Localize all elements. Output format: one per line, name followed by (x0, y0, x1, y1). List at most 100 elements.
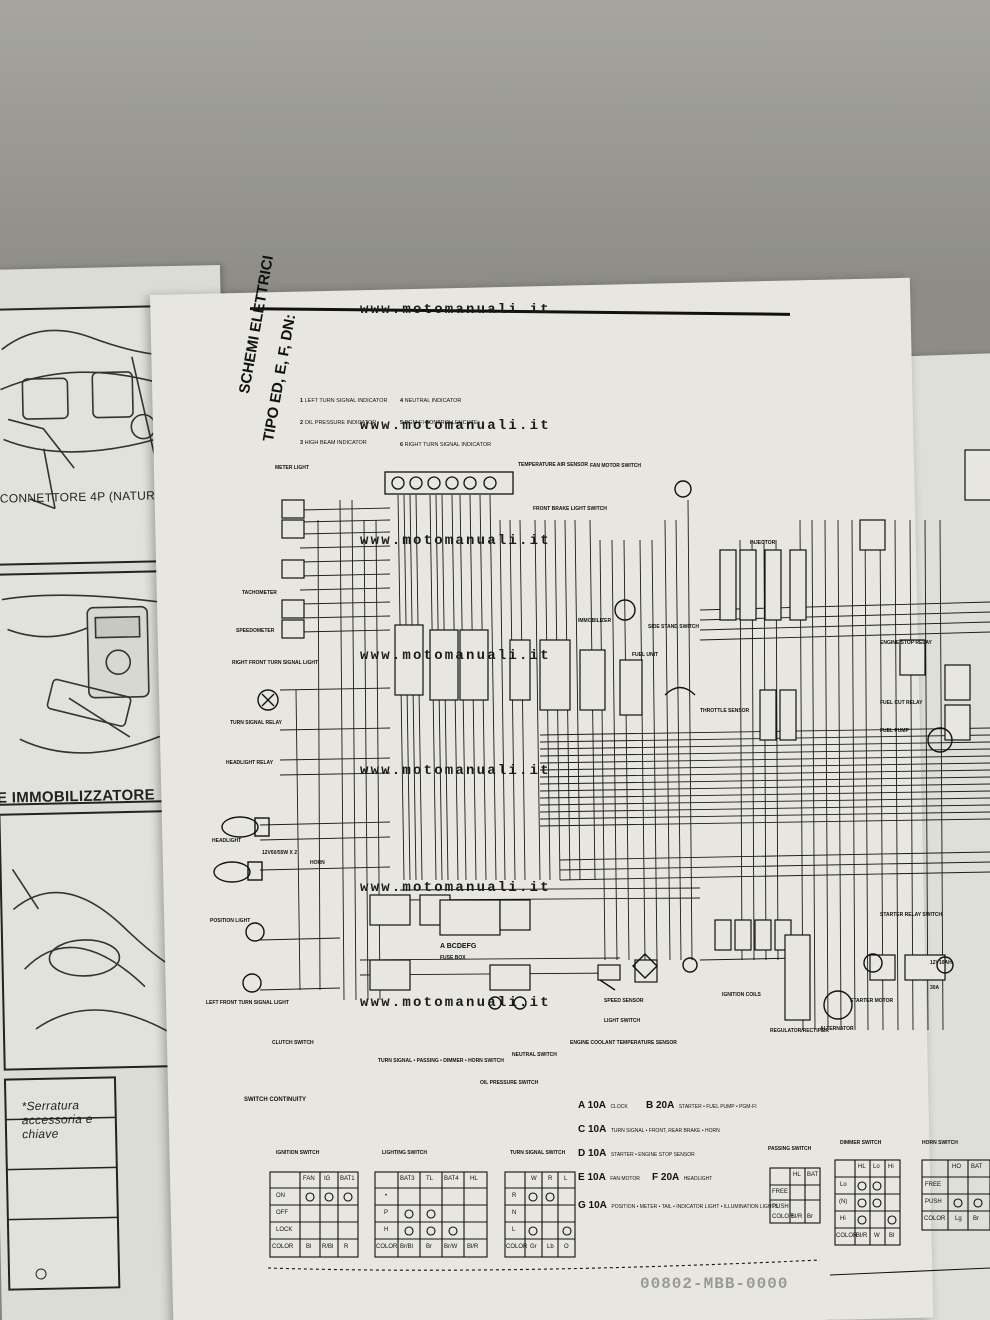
legend-number: 5 (400, 420, 404, 426)
legend-label: RIGHT TURN SIGNAL INDICATOR (404, 442, 492, 448)
legend-number: 3 (300, 440, 304, 446)
table-header-cell: HO (952, 1164, 961, 1170)
table-color-cell: Bl/R (856, 1233, 868, 1239)
table-header-cell: W (531, 1176, 537, 1182)
label-turn-signal-relay: TURN SIGNAL RELAY (230, 720, 282, 726)
connector-blocks (281, 449, 990, 1021)
fuse-label: POSITION • METER • TAIL • INDICATOR LIGH… (611, 1204, 778, 1210)
fuse-label: STARTER • ENGINE STOP SENSOR (610, 1152, 695, 1158)
label-immobilizer: IMMOBILIZER (578, 618, 612, 624)
watermark: www.motomanuali.it (360, 533, 551, 549)
fuse-label: STARTER • FUEL PUMP • PGM-FI (678, 1104, 757, 1110)
table-header-cell: BAT (807, 1172, 819, 1178)
label-turn-signal-switch: TURN SIGNAL • PASSING • DIMMER • HORN SW… (378, 1058, 504, 1064)
switch-tables (267, 1159, 990, 1276)
legend-number: 1 (300, 398, 304, 404)
table-row-cell: PUSH (925, 1199, 942, 1205)
left-page-drawings (0, 304, 206, 1291)
table-color-cell: Bl/R (791, 1214, 803, 1220)
label-fuse-box: FUSE BOX (440, 955, 466, 961)
label-fuel-unit: FUEL UNIT (632, 652, 659, 658)
label-temp-air-sensor: TEMPERATURE AIR SENSOR (518, 462, 589, 468)
watermark: www.motomanuali.it (360, 995, 551, 1011)
table-row-cell: L (512, 1227, 516, 1233)
label-starter-relay: STARTER RELAY SWITCH (880, 912, 943, 918)
label-speedometer: SPEEDOMETER (236, 628, 275, 634)
table-header-cell: HL (470, 1176, 478, 1182)
label-fuel-pump: FUEL PUMP (880, 728, 909, 734)
table-row-cell: P (384, 1210, 389, 1216)
table-header-cell: IG (324, 1176, 331, 1182)
table-header-cell: BAT4 (444, 1176, 459, 1182)
legend-label: OIL PRESSURE INDICATOR (304, 420, 377, 426)
table-header-cell: Lo (873, 1164, 880, 1170)
label-fan-motor-switch: FAN MOTOR SWITCH (590, 463, 642, 469)
footer-code: 00802-MBB-0000 (640, 1275, 789, 1293)
fuse-id: D 10A (578, 1148, 607, 1159)
table-color-cell: Lg (955, 1216, 962, 1222)
table-color-cell: W (874, 1233, 880, 1239)
table-header-cell: BAT (971, 1164, 983, 1170)
table-row-cell: Lo (840, 1182, 847, 1188)
table-header-cell: BAT1 (340, 1176, 355, 1182)
table-row-cell: COLOR (772, 1214, 794, 1220)
label-regulator: REGULATOR/RECTIFIER (770, 1028, 829, 1034)
label-throttle-sensor: THROTTLE SENSOR (700, 708, 750, 714)
label-fuel-cut-relay: FUEL CUT RELAY (880, 700, 923, 706)
label-headlight-relay: HEADLIGHT RELAY (226, 760, 274, 766)
table-row-cell: (N) (839, 1199, 848, 1205)
label-position-light: POSITION LIGHT (210, 918, 251, 924)
fuse-id: B 20A (646, 1100, 675, 1111)
watermark: www.motomanuali.it (360, 648, 551, 664)
label-main-fuse: 30A (930, 985, 940, 991)
label-meter-light: METER LIGHT (275, 465, 309, 471)
table-color-cell: Bl/R (467, 1244, 479, 1250)
fuse-label: HEADLIGHT (683, 1176, 713, 1182)
table-color-cell: Br (426, 1244, 432, 1250)
label-oil-pressure-switch: OIL PRESSURE SWITCH (480, 1080, 539, 1086)
table-header-cell: R (548, 1176, 553, 1182)
legend-label: NEUTRAL INDICATOR (404, 398, 462, 404)
label-battery: 12V10AH (930, 960, 952, 966)
label-coolant-temp-sensor: ENGINE COOLANT TEMPERATURE SENSOR (570, 1040, 677, 1046)
table-color-cell: Br (807, 1214, 813, 1220)
fuse-id: A 10A (578, 1100, 606, 1111)
table-color-cell: Br/W (444, 1244, 458, 1250)
table-color-cell: Gr (530, 1244, 537, 1250)
table-header-cell: L (564, 1176, 568, 1182)
table-color-cell: Bl (889, 1233, 895, 1239)
table-header-cell: Hi (888, 1164, 894, 1170)
label-left-front-turn: LEFT FRONT TURN SIGNAL LIGHT (206, 1000, 289, 1006)
label-ignition-coils: IGNITION COILS (722, 992, 761, 998)
switch-table-title: LIGHTING SWITCH (382, 1150, 427, 1156)
left-manual-page: CONNETTORE 4P (NATURALE) E IMMOBILIZZATO… (0, 264, 243, 1320)
label-starter-motor: STARTER MOTOR (850, 998, 894, 1004)
fuse-label: TURN SIGNAL • FRONT, REAR BRAKE • HORN (610, 1128, 720, 1134)
label-headlight-bulb: 12V60/55W X 2 (262, 850, 298, 856)
table-color-cell: Br (973, 1216, 979, 1222)
table-header-cell: HL (858, 1164, 866, 1170)
label-light-switch: LIGHT SWITCH (604, 1018, 641, 1024)
table-row-cell: H (384, 1227, 389, 1233)
switch-table-title: PASSING SWITCH (768, 1146, 812, 1152)
table-row-cell: LOCK (276, 1227, 293, 1233)
fuse-label: FAN MOTOR (610, 1176, 640, 1182)
table-row-cell: Hi (840, 1216, 846, 1222)
fuse-id: G 10A (578, 1200, 607, 1211)
watermark: www.motomanuali.it (360, 880, 551, 896)
table-row-cell: FREE (772, 1189, 789, 1195)
legend-number: 2 (300, 420, 304, 426)
table-row-cell: PUSH (772, 1204, 789, 1210)
watermark: www.motomanuali.it (360, 302, 551, 318)
label-side-stand-switch: SIDE STAND SWITCH (648, 624, 700, 630)
fuse-id: E 10A (578, 1172, 606, 1183)
legend-number: 4 (400, 398, 404, 404)
table-header-cell: TL (426, 1176, 434, 1182)
table-row-cell: R (512, 1193, 517, 1199)
label-neutral-switch: NEUTRAL SWITCH (512, 1052, 557, 1058)
table-color-cell: Bl (306, 1244, 312, 1250)
label-headlight: HEADLIGHT (212, 838, 242, 844)
